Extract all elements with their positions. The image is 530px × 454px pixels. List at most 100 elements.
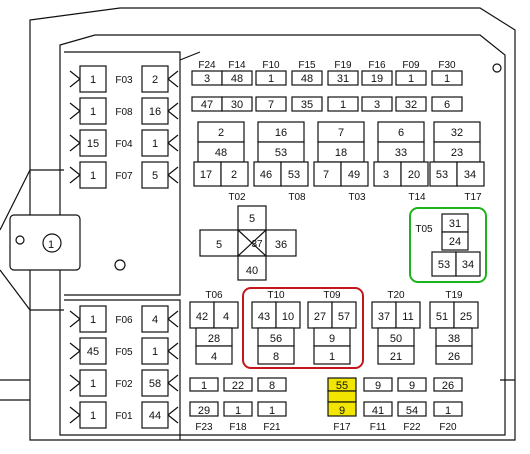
fuse-id-label: F09: [402, 60, 420, 71]
fuse-lower-terminal: [363, 401, 393, 417]
clip-mark: [69, 78, 81, 88]
fuse-upper-value: 1: [444, 73, 450, 85]
clip-mark: [167, 70, 179, 80]
relay-mid-value: 23: [451, 147, 463, 159]
relay-mid-value: 38: [448, 333, 460, 345]
clip-mark: [69, 406, 81, 416]
relay-right-value: 53: [288, 169, 300, 181]
fuse-right-terminal: [141, 337, 169, 365]
clip-mark: [167, 310, 179, 320]
fuse-left-value: 1: [90, 410, 96, 422]
clip-mark: [69, 102, 81, 112]
fuse-right-terminal: [141, 161, 169, 189]
clip-mark: [69, 414, 81, 424]
fuse-id-label: F21: [263, 422, 281, 433]
fuse-upper-terminal: [395, 70, 427, 86]
fuse-upper-value: 8: [269, 380, 275, 392]
relay-bottom-terminal: [435, 345, 473, 365]
highlight-green-frame: [409, 207, 487, 283]
clip-mark: [167, 318, 179, 328]
fuse-id-label: F30: [438, 60, 456, 71]
svg-text:1: 1: [48, 239, 54, 251]
clip-mark: [167, 110, 179, 120]
relay-id-label: T10: [267, 290, 285, 301]
fuse-lower-value: 35: [301, 99, 313, 111]
fuse-lower-value: 1: [235, 405, 241, 417]
relay-bottom-value: 1: [329, 351, 335, 363]
relay-right-terminal: [265, 229, 297, 257]
relay-left-terminal: [193, 161, 222, 187]
relay-bottom-terminal: [377, 345, 415, 365]
relay-mid-value: 50: [390, 333, 402, 345]
fuse-id-label: F15: [298, 60, 316, 71]
fuse-left-value: 1: [90, 170, 96, 182]
fuse-lower-terminal: [223, 401, 253, 417]
fuse-id-label: F16: [368, 60, 386, 71]
relay-right-value: 11: [402, 311, 413, 323]
relay-bottom-terminal: [195, 345, 233, 365]
relay-right-value: 49: [348, 169, 360, 181]
relay-mid-value: 9: [329, 333, 335, 345]
relay-left-terminal: [199, 229, 239, 257]
relay-right-terminal: [455, 251, 481, 277]
relay-bottom-value: 26: [448, 351, 460, 363]
fuse-id-label: F22: [403, 422, 421, 433]
fuse-left-terminal: [79, 97, 107, 125]
fuse-lower-terminal: [361, 96, 393, 112]
relay-bottom-value: 21: [390, 351, 402, 363]
clip-mark: [167, 174, 179, 184]
clip-mark: [69, 342, 81, 352]
relay-bottom-terminal: [257, 345, 295, 365]
relay-right-terminal: [456, 161, 485, 187]
clip-mark: [167, 350, 179, 360]
relay-top-terminal: [237, 205, 267, 231]
fuse-lower-terminal: [431, 96, 463, 112]
highlight-red-frame: [242, 287, 364, 369]
fuse-left-value: 1: [90, 74, 96, 86]
relay-mid-value: 28: [208, 333, 220, 345]
fuse-upper-terminal: [363, 377, 393, 392]
fuse-upper-value: 1: [201, 380, 207, 392]
fuse-lower-terminal: [327, 96, 359, 112]
fuse-lower-value: 6: [444, 99, 450, 111]
relay-right-value: 10: [282, 311, 294, 323]
relay-left-value: 53: [436, 169, 448, 181]
relay-right-terminal: [395, 301, 421, 329]
relay-right-value: 34: [464, 169, 476, 181]
clip-mark: [167, 414, 179, 424]
relay-right-terminal: [340, 161, 369, 187]
fuse-upper-terminal: [327, 70, 359, 86]
fuse-right-value: 5: [152, 170, 158, 182]
fuse-id-label: F19: [334, 60, 352, 71]
relay-left-terminal: [373, 161, 402, 187]
relay-mid-value: 56: [270, 333, 282, 345]
fuse-id-label: F05: [115, 347, 133, 358]
relay-right-value: 34: [462, 259, 474, 271]
clip-mark: [69, 110, 81, 120]
relay-id-label: T17: [464, 192, 482, 203]
fuse-lower-terminal: [255, 96, 287, 112]
fuse-id-label: F03: [115, 75, 133, 86]
relay-mid-value: 53: [275, 147, 287, 159]
fuse-left-value: 1: [90, 314, 96, 326]
fuse-upper-value: 1: [268, 73, 274, 85]
fuse-upper-value: 48: [231, 73, 243, 85]
clip-mark: [167, 102, 179, 112]
fuse-upper-terminal: [291, 70, 323, 86]
fuse-id-label: F04: [115, 139, 133, 150]
fuse-upper-terminal: [221, 70, 253, 86]
fuse-id-label: F07: [115, 171, 133, 182]
fuse-id-label: F06: [115, 315, 133, 326]
fuse-id-label: F23: [195, 422, 213, 433]
top-fuse-row: F24347F144830F1017F154835F19311F16193F09…: [191, 60, 463, 112]
relay-right-terminal: [400, 161, 429, 187]
relay-top-value: 2: [218, 127, 224, 139]
fuse-upper-value: 9: [409, 380, 415, 392]
clip-mark: [69, 142, 81, 152]
relay-left-value: 43: [258, 311, 270, 323]
relay-bottom-value: 40: [246, 265, 258, 277]
relay-bottom-terminal: [313, 345, 351, 365]
